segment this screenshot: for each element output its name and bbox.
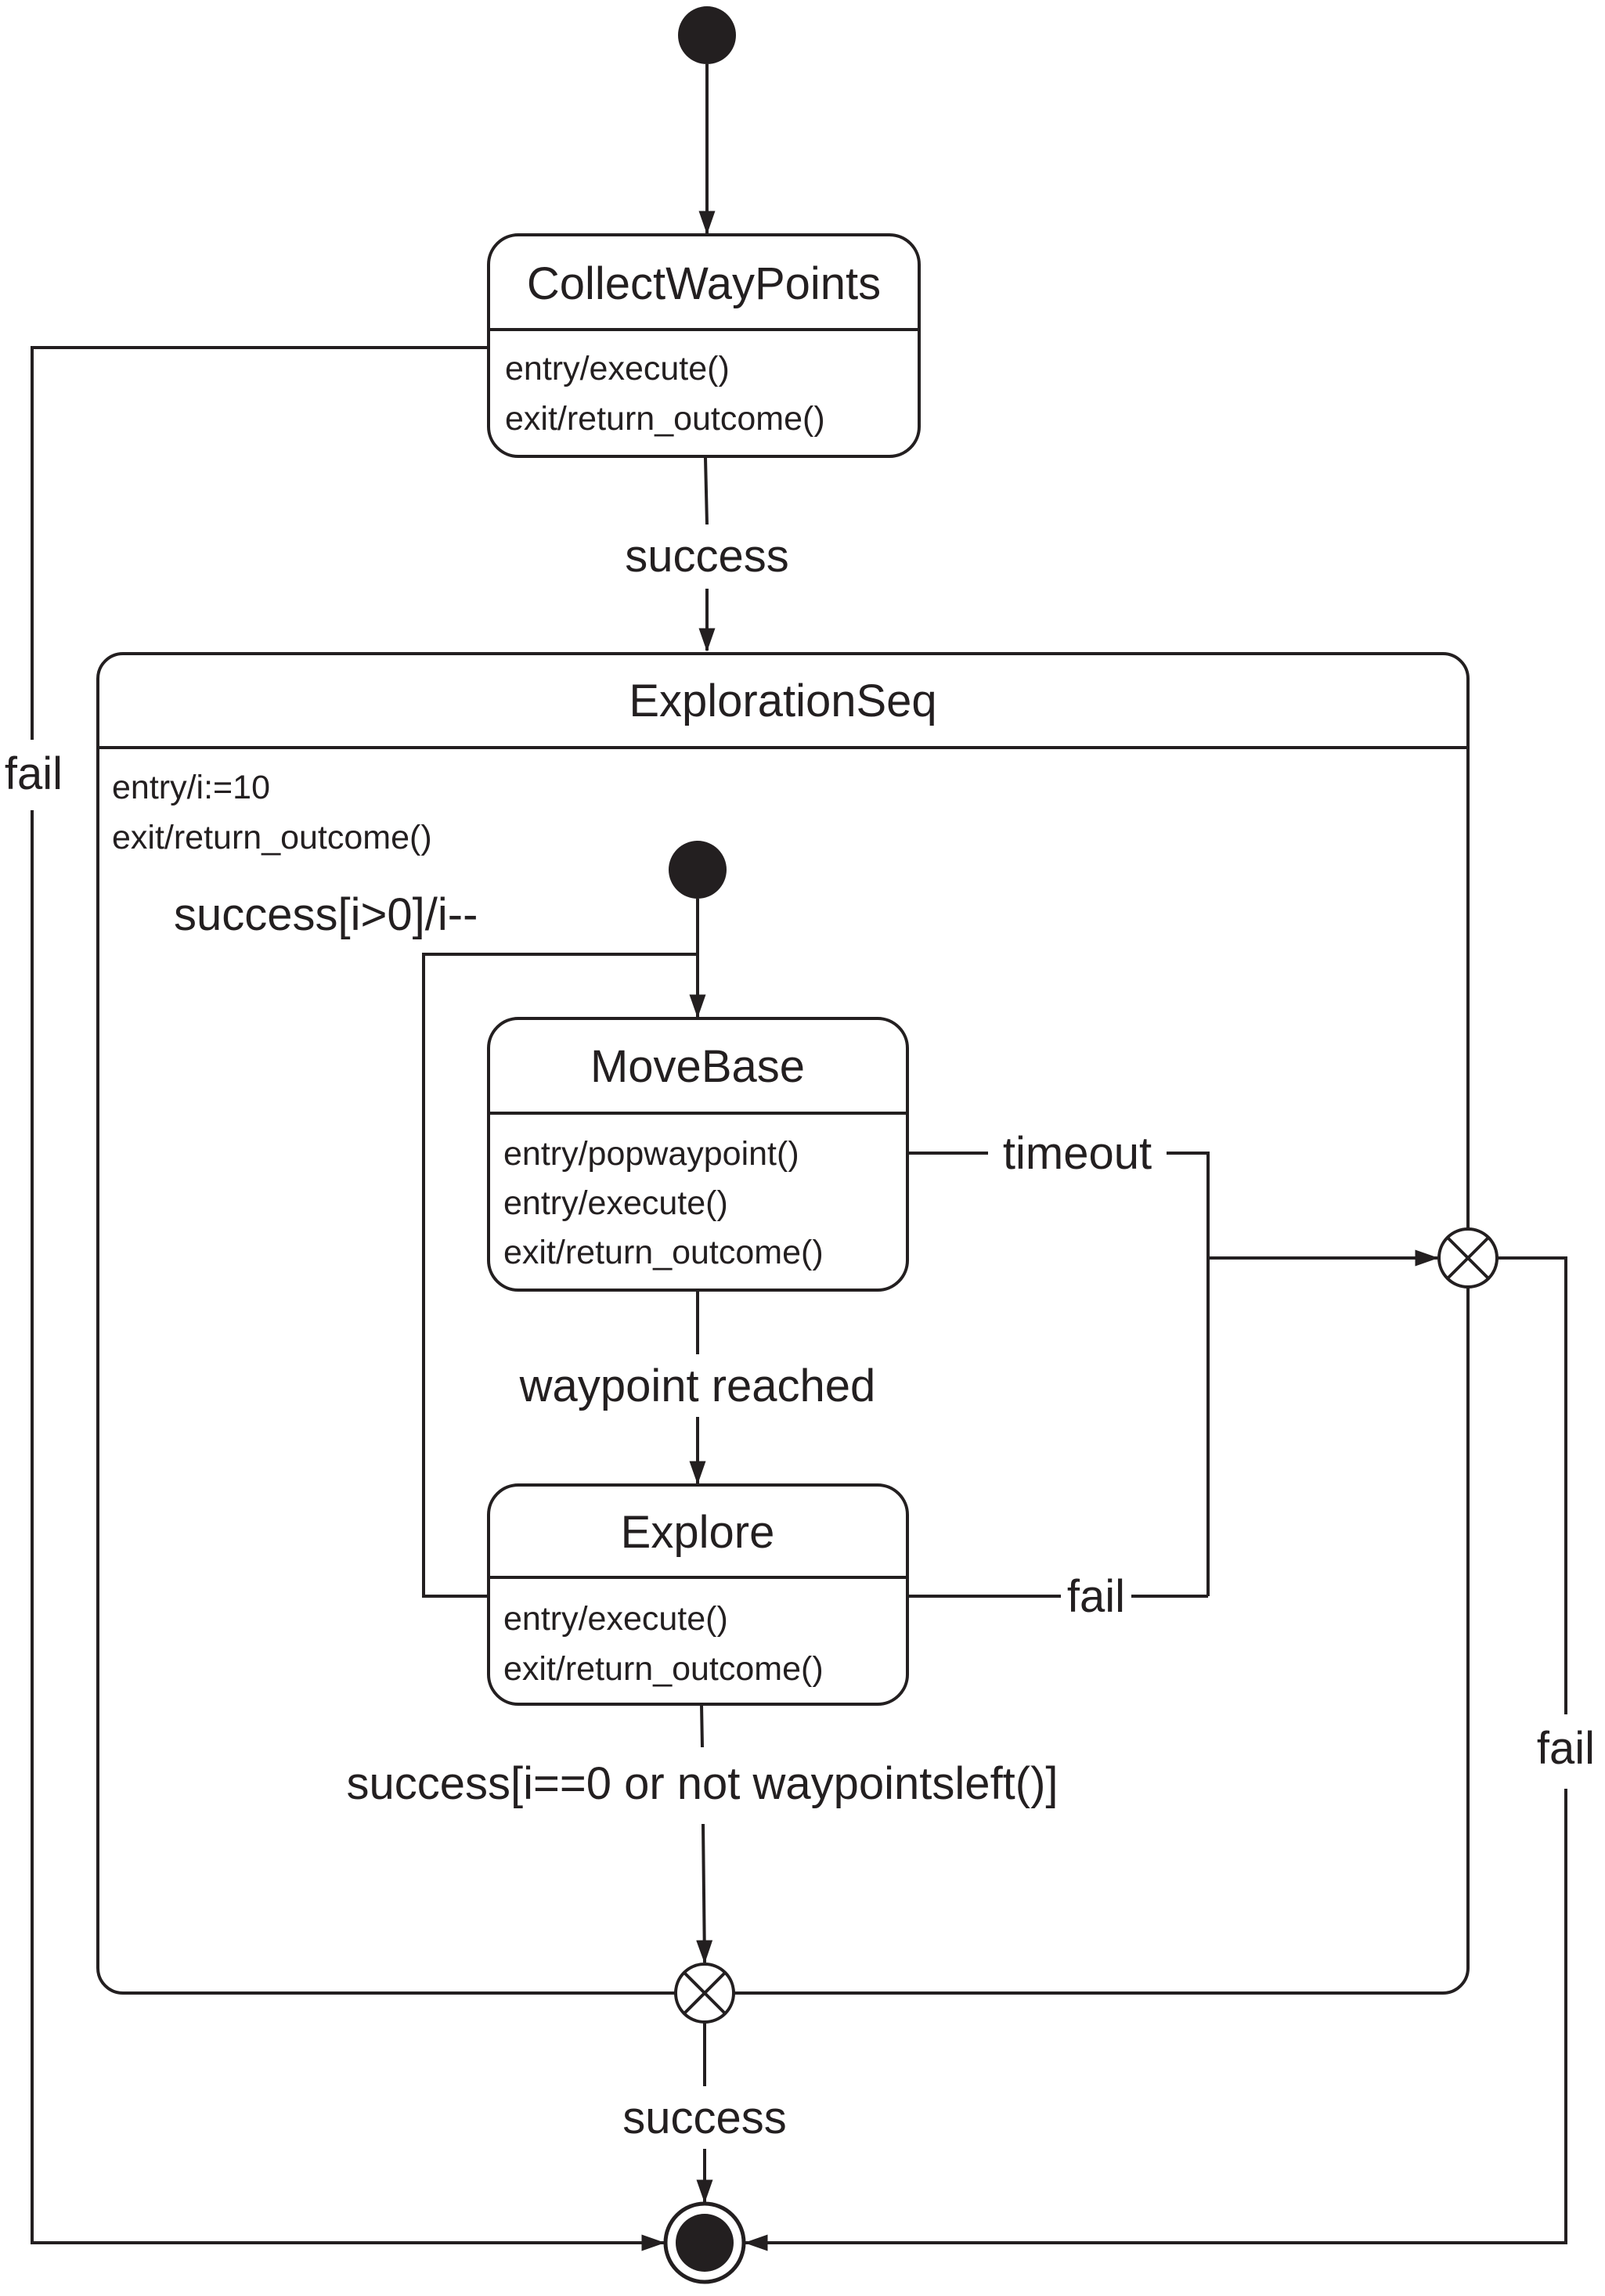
transition-collect-fail-lower (31, 810, 665, 2251)
state-explore[interactable]: Explore entry/execute() exit/return_outc… (487, 1483, 909, 1706)
state-action: entry/popwaypoint() (503, 1135, 799, 1173)
state-collect-waypoints[interactable]: CollectWayPoints entry/execute() exit/re… (487, 233, 921, 458)
transition-seq-fail-lower (744, 1789, 1567, 2251)
state-movebase[interactable]: MoveBase entry/popwaypoint() entry/execu… (487, 1017, 909, 1292)
state-exploration-seq[interactable]: ExplorationSeq entry/i:=10 exit/return_o… (96, 652, 1470, 1995)
exit-point-success (674, 1963, 735, 2024)
label-explore-fail: fail (1067, 1571, 1125, 1622)
state-action: exit/return_outcome() (112, 819, 432, 856)
exit-point-fail (1437, 1227, 1499, 1289)
transition-collect-fail-upper (31, 346, 489, 740)
state-action: exit/return_outcome() (503, 1234, 824, 1271)
label-timeout: timeout (1003, 1128, 1152, 1179)
label-loop: success[i>0]/i-- (174, 889, 478, 940)
transition-seq-fail-upper (1497, 1256, 1567, 1714)
transition-explore-done-arrow (696, 1823, 713, 1964)
label-seq-fail: fail (1537, 1723, 1595, 1774)
label-waypoint-reached: waypoint reached (519, 1361, 876, 1411)
initial-state (678, 6, 736, 64)
transition-timeout-right (1167, 1152, 1210, 1596)
state-action: entry/execute() (503, 1184, 728, 1222)
state-title: Explore (621, 1507, 775, 1558)
state-action: exit/return_outcome() (503, 1650, 824, 1688)
final-state (663, 2201, 746, 2284)
label-collect-fail: fail (5, 748, 63, 799)
label-explore-done: success[i==0 or not waypointsleft()] (346, 1758, 1058, 1809)
inner-initial-state (669, 841, 727, 899)
transition-collect-success (704, 457, 709, 525)
state-action: entry/execute() (505, 350, 730, 387)
label-collect-success: success (625, 531, 789, 582)
state-action: exit/return_outcome() (505, 400, 825, 438)
transition-loop (422, 953, 698, 1598)
state-title: ExplorationSeq (629, 676, 936, 726)
state-title: MoveBase (590, 1041, 805, 1092)
label-seq-success: success (622, 2092, 787, 2143)
state-title: CollectWayPoints (527, 258, 881, 309)
state-action: entry/i:=10 (112, 769, 270, 806)
state-action: entry/execute() (503, 1600, 728, 1638)
